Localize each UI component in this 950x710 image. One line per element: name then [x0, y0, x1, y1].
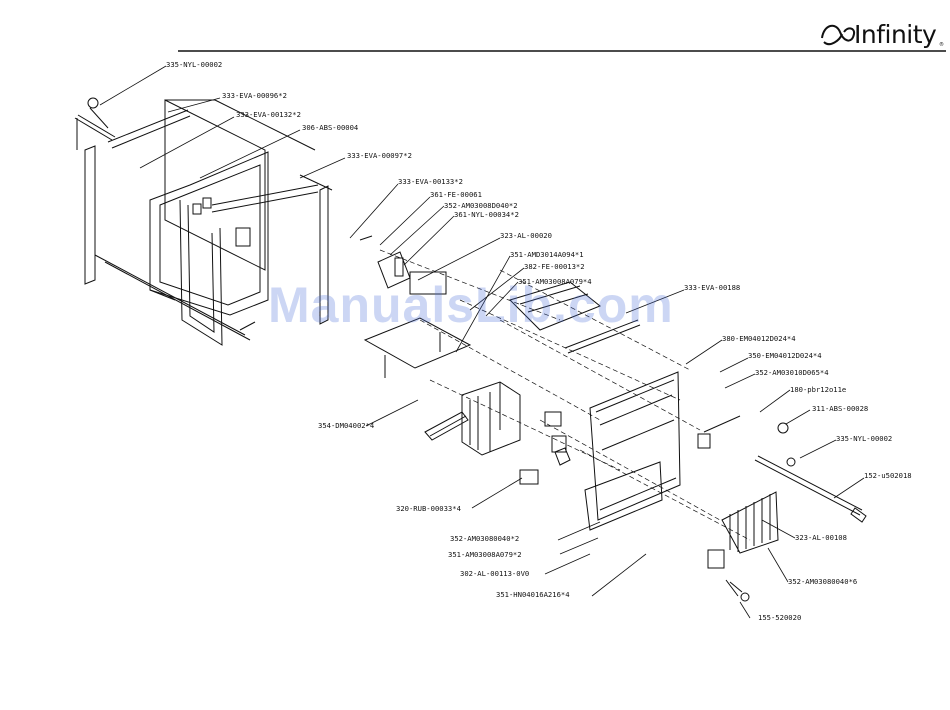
part-label: 311-ABS-00028 [812, 404, 868, 413]
part-label: 352-AM03010D065*4 [755, 368, 829, 377]
part-label: 335-NYL-00002 [836, 434, 892, 443]
part-label: 333-EVA-00097*2 [347, 151, 412, 160]
part-label: 302-AL-00113-0V0 [460, 569, 529, 578]
infinity-logo: Infinity ® [818, 18, 946, 52]
part-label: 361-NYL-00034*2 [454, 210, 519, 219]
part-label: 361-FE-00061 [430, 190, 482, 199]
cabinet-assembly [74, 97, 333, 346]
part-label: 350-EM04012D024*4 [748, 351, 822, 360]
part-label: 351-HN04016A216*4 [496, 590, 570, 599]
part-label: 351-AM03008A079*4 [518, 277, 592, 286]
part-label: 351-AM03008A079*2 [448, 550, 522, 559]
chassis-assembly [584, 371, 867, 602]
part-label: 333-EVA-00132*2 [236, 110, 301, 119]
part-label: 333-EVA-00188 [684, 283, 740, 292]
part-label: 352-AM03080040*6 [788, 577, 857, 586]
part-label: 352-AM03080040*2 [450, 534, 519, 543]
infinity-swirl-icon [821, 24, 856, 46]
part-label: 323-AL-00108 [795, 533, 847, 542]
part-label: 320-RUB-00033*4 [396, 504, 461, 513]
part-label: 333-EVA-00133*2 [398, 177, 463, 186]
brand-name: Infinity [854, 20, 937, 49]
part-label: 323-AL-00020 [500, 231, 552, 240]
part-label: 306-ABS-00004 [302, 123, 358, 132]
part-label: 351-AMD3014A094*1 [510, 250, 584, 259]
part-label: 382-FE-00013*2 [524, 262, 585, 271]
part-label: 380-EM04012D024*4 [722, 334, 796, 343]
center-assembly [359, 235, 641, 485]
part-label: 354-DM04002*4 [318, 421, 374, 430]
part-labels: 335-NYL-00002 333-EVA-00096*2 333-EVA-00… [166, 60, 912, 622]
leader-lines [99, 65, 865, 619]
part-label: 180-pbr12o11e [790, 385, 846, 394]
part-label: 335-NYL-00002 [166, 60, 222, 69]
part-label: 352-AM03008D040*2 [444, 201, 518, 210]
part-label: 333-EVA-00096*2 [222, 91, 287, 100]
trademark-mark: ® [939, 42, 944, 48]
watermark: ManualsLib.com [268, 277, 674, 333]
part-label: 152-u502018 [864, 471, 912, 480]
exploded-guide-lines [379, 249, 751, 541]
part-label: 155-520020 [758, 613, 801, 622]
